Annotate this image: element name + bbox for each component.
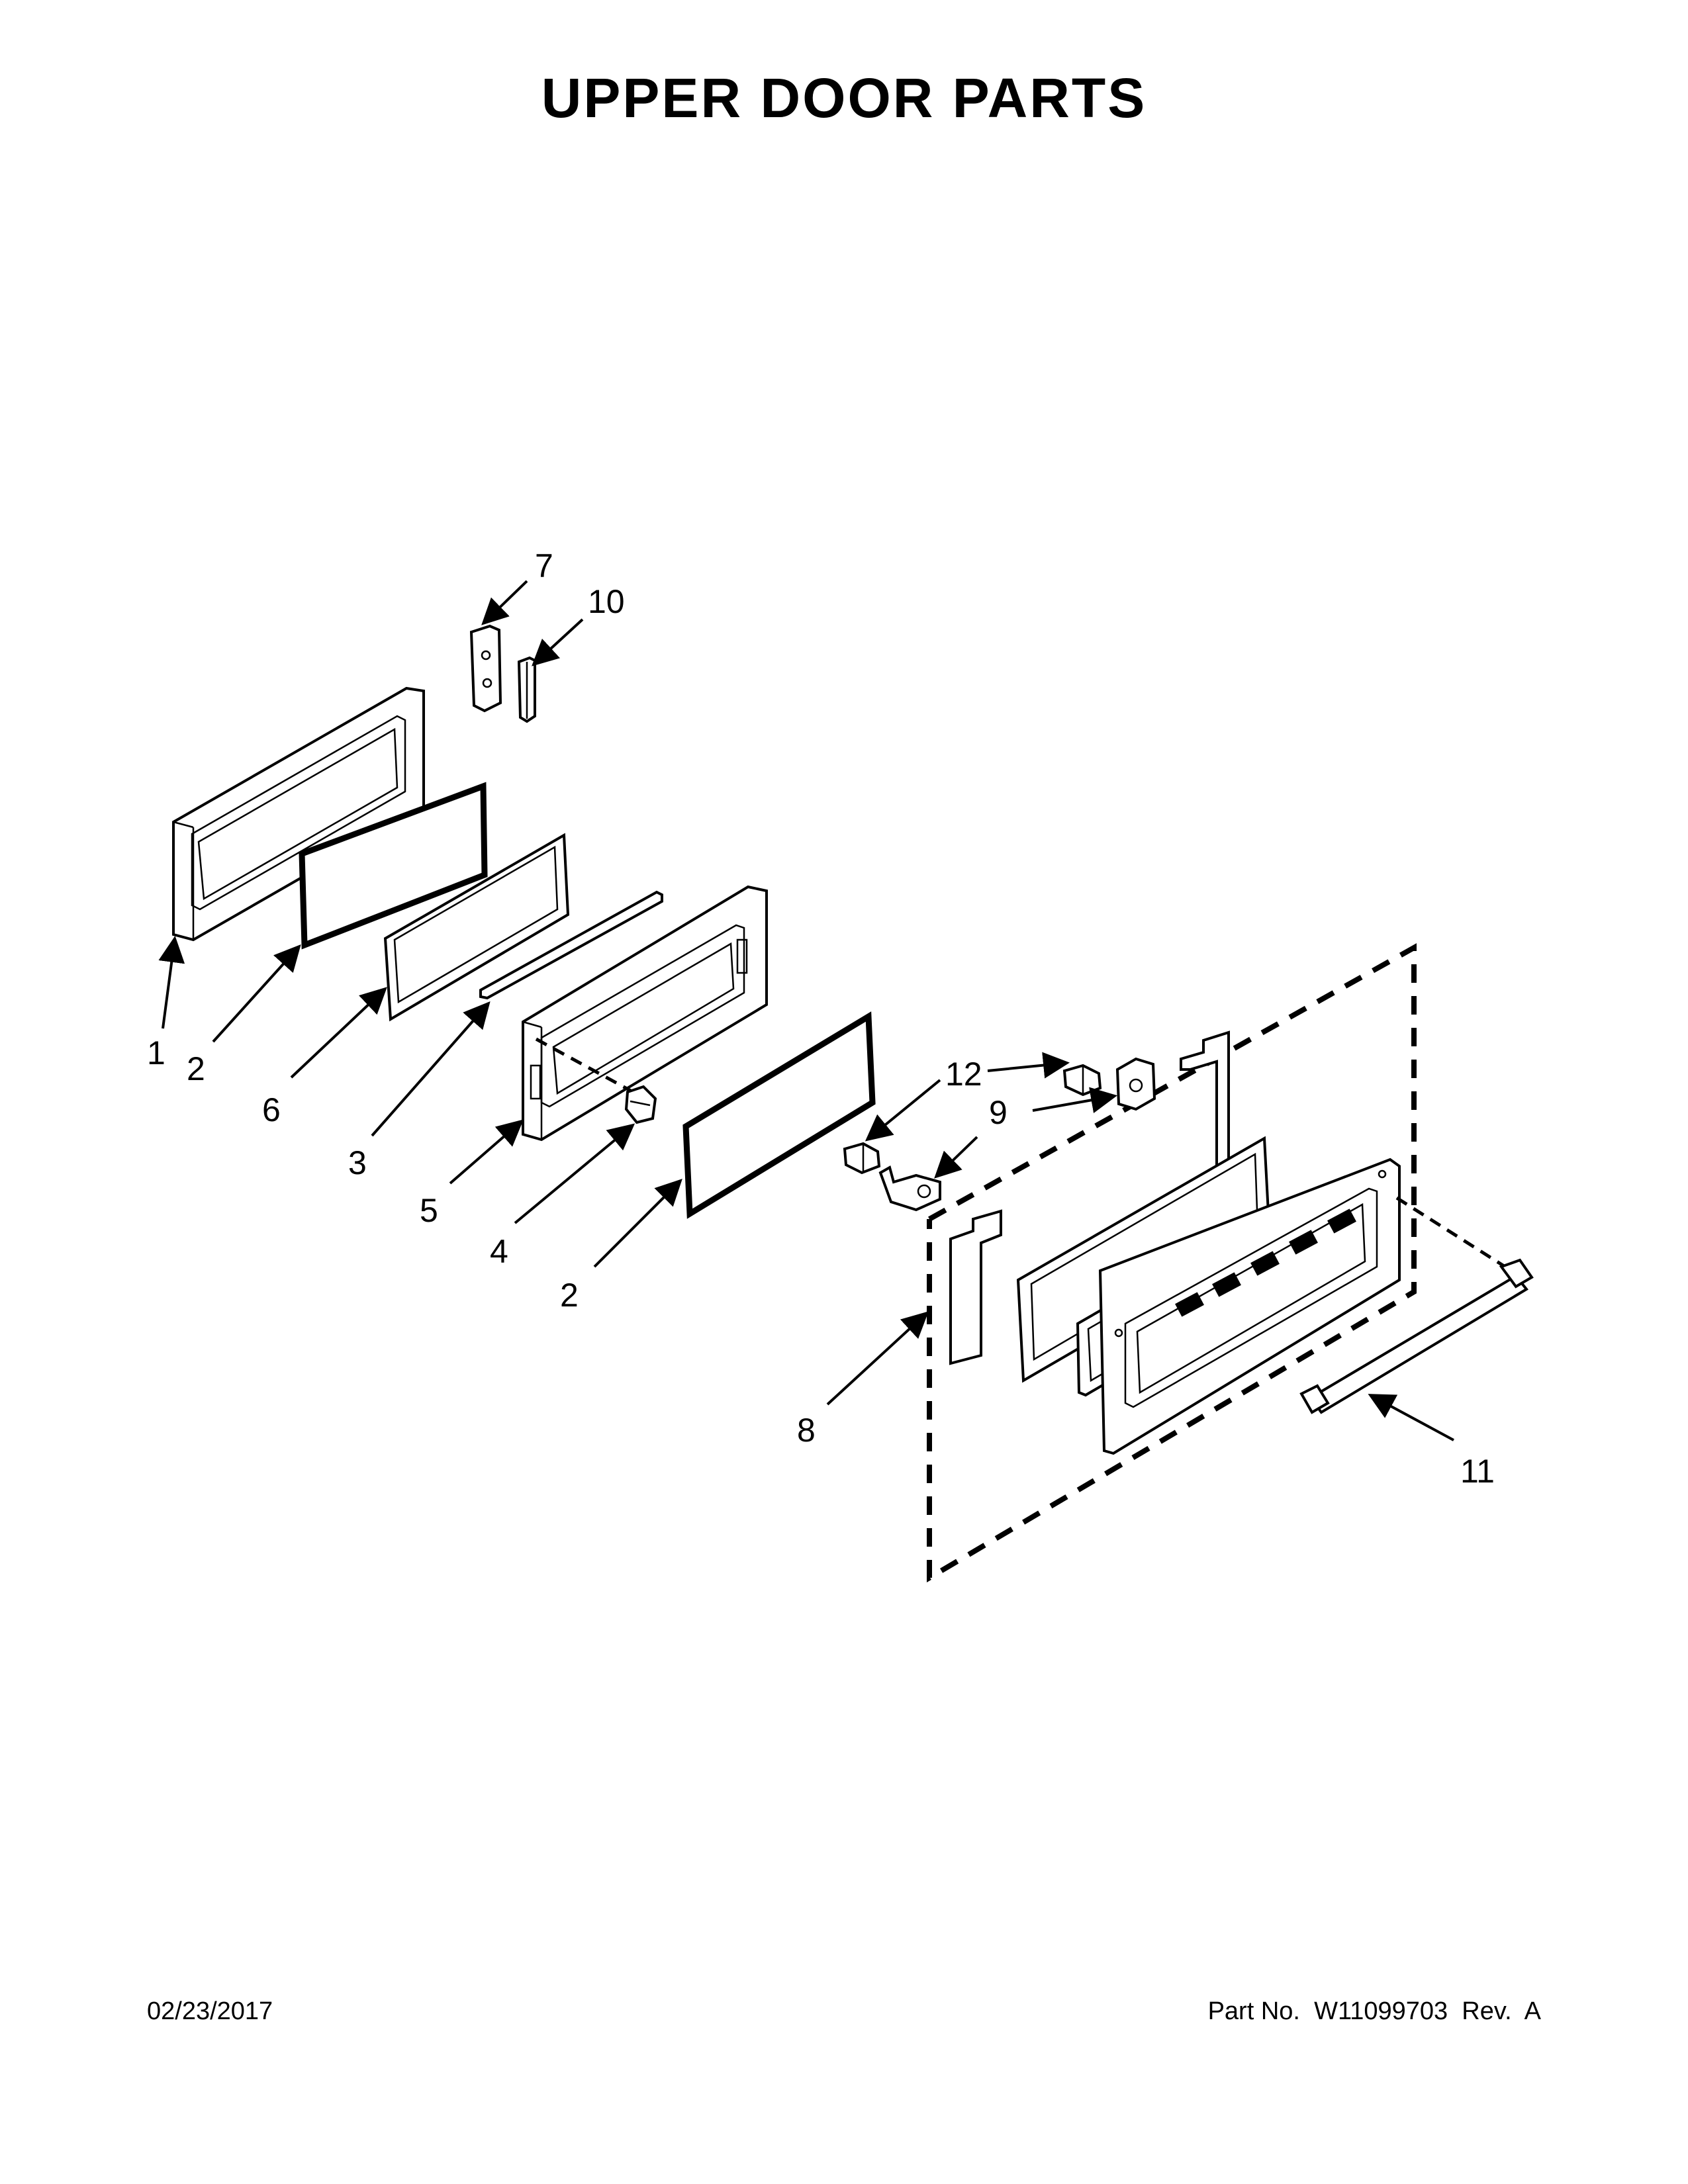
door-hinge bbox=[517, 656, 536, 723]
door-handle bbox=[1299, 1258, 1534, 1414]
inner-glass-lower bbox=[682, 1011, 876, 1219]
callout-2: 2 bbox=[187, 1050, 205, 1087]
callout-8: 8 bbox=[797, 1412, 816, 1449]
callout-12: 12 bbox=[945, 1056, 982, 1093]
outer-door-panel bbox=[1098, 1158, 1401, 1455]
callout-6: 6 bbox=[262, 1091, 281, 1128]
door-vents bbox=[1175, 1208, 1356, 1317]
callout-3: 3 bbox=[348, 1144, 367, 1181]
footer-date: 02/23/2017 bbox=[147, 1997, 273, 2025]
callout-leaders bbox=[158, 580, 1454, 1441]
door-bracket-lower bbox=[878, 1165, 941, 1212]
hinge-receptacle bbox=[469, 624, 502, 713]
page-title: UPPER DOOR PARTS bbox=[541, 67, 1147, 129]
callout-11: 11 bbox=[1460, 1453, 1495, 1490]
callout-2: 2 bbox=[560, 1277, 579, 1314]
callout-7: 7 bbox=[535, 547, 553, 584]
bracket-screw-upper bbox=[1062, 1064, 1102, 1097]
door-screw bbox=[535, 1037, 657, 1124]
outer-door-assembly-outline bbox=[927, 943, 1417, 1583]
door-bracket-upper bbox=[1115, 1057, 1156, 1111]
footer-part-number: Part No. W11099703 Rev. A bbox=[1207, 1997, 1541, 2025]
glass-pack-frame bbox=[383, 833, 570, 1022]
callout-10: 10 bbox=[588, 583, 625, 620]
callout-4: 4 bbox=[490, 1233, 508, 1270]
callout-9: 9 bbox=[989, 1094, 1008, 1131]
door-trim-strip bbox=[479, 890, 663, 1000]
inner-glass-upper bbox=[299, 782, 488, 950]
callout-5: 5 bbox=[420, 1192, 438, 1229]
bracket-screw-lower bbox=[843, 1142, 881, 1175]
callout-1: 1 bbox=[147, 1034, 165, 1071]
